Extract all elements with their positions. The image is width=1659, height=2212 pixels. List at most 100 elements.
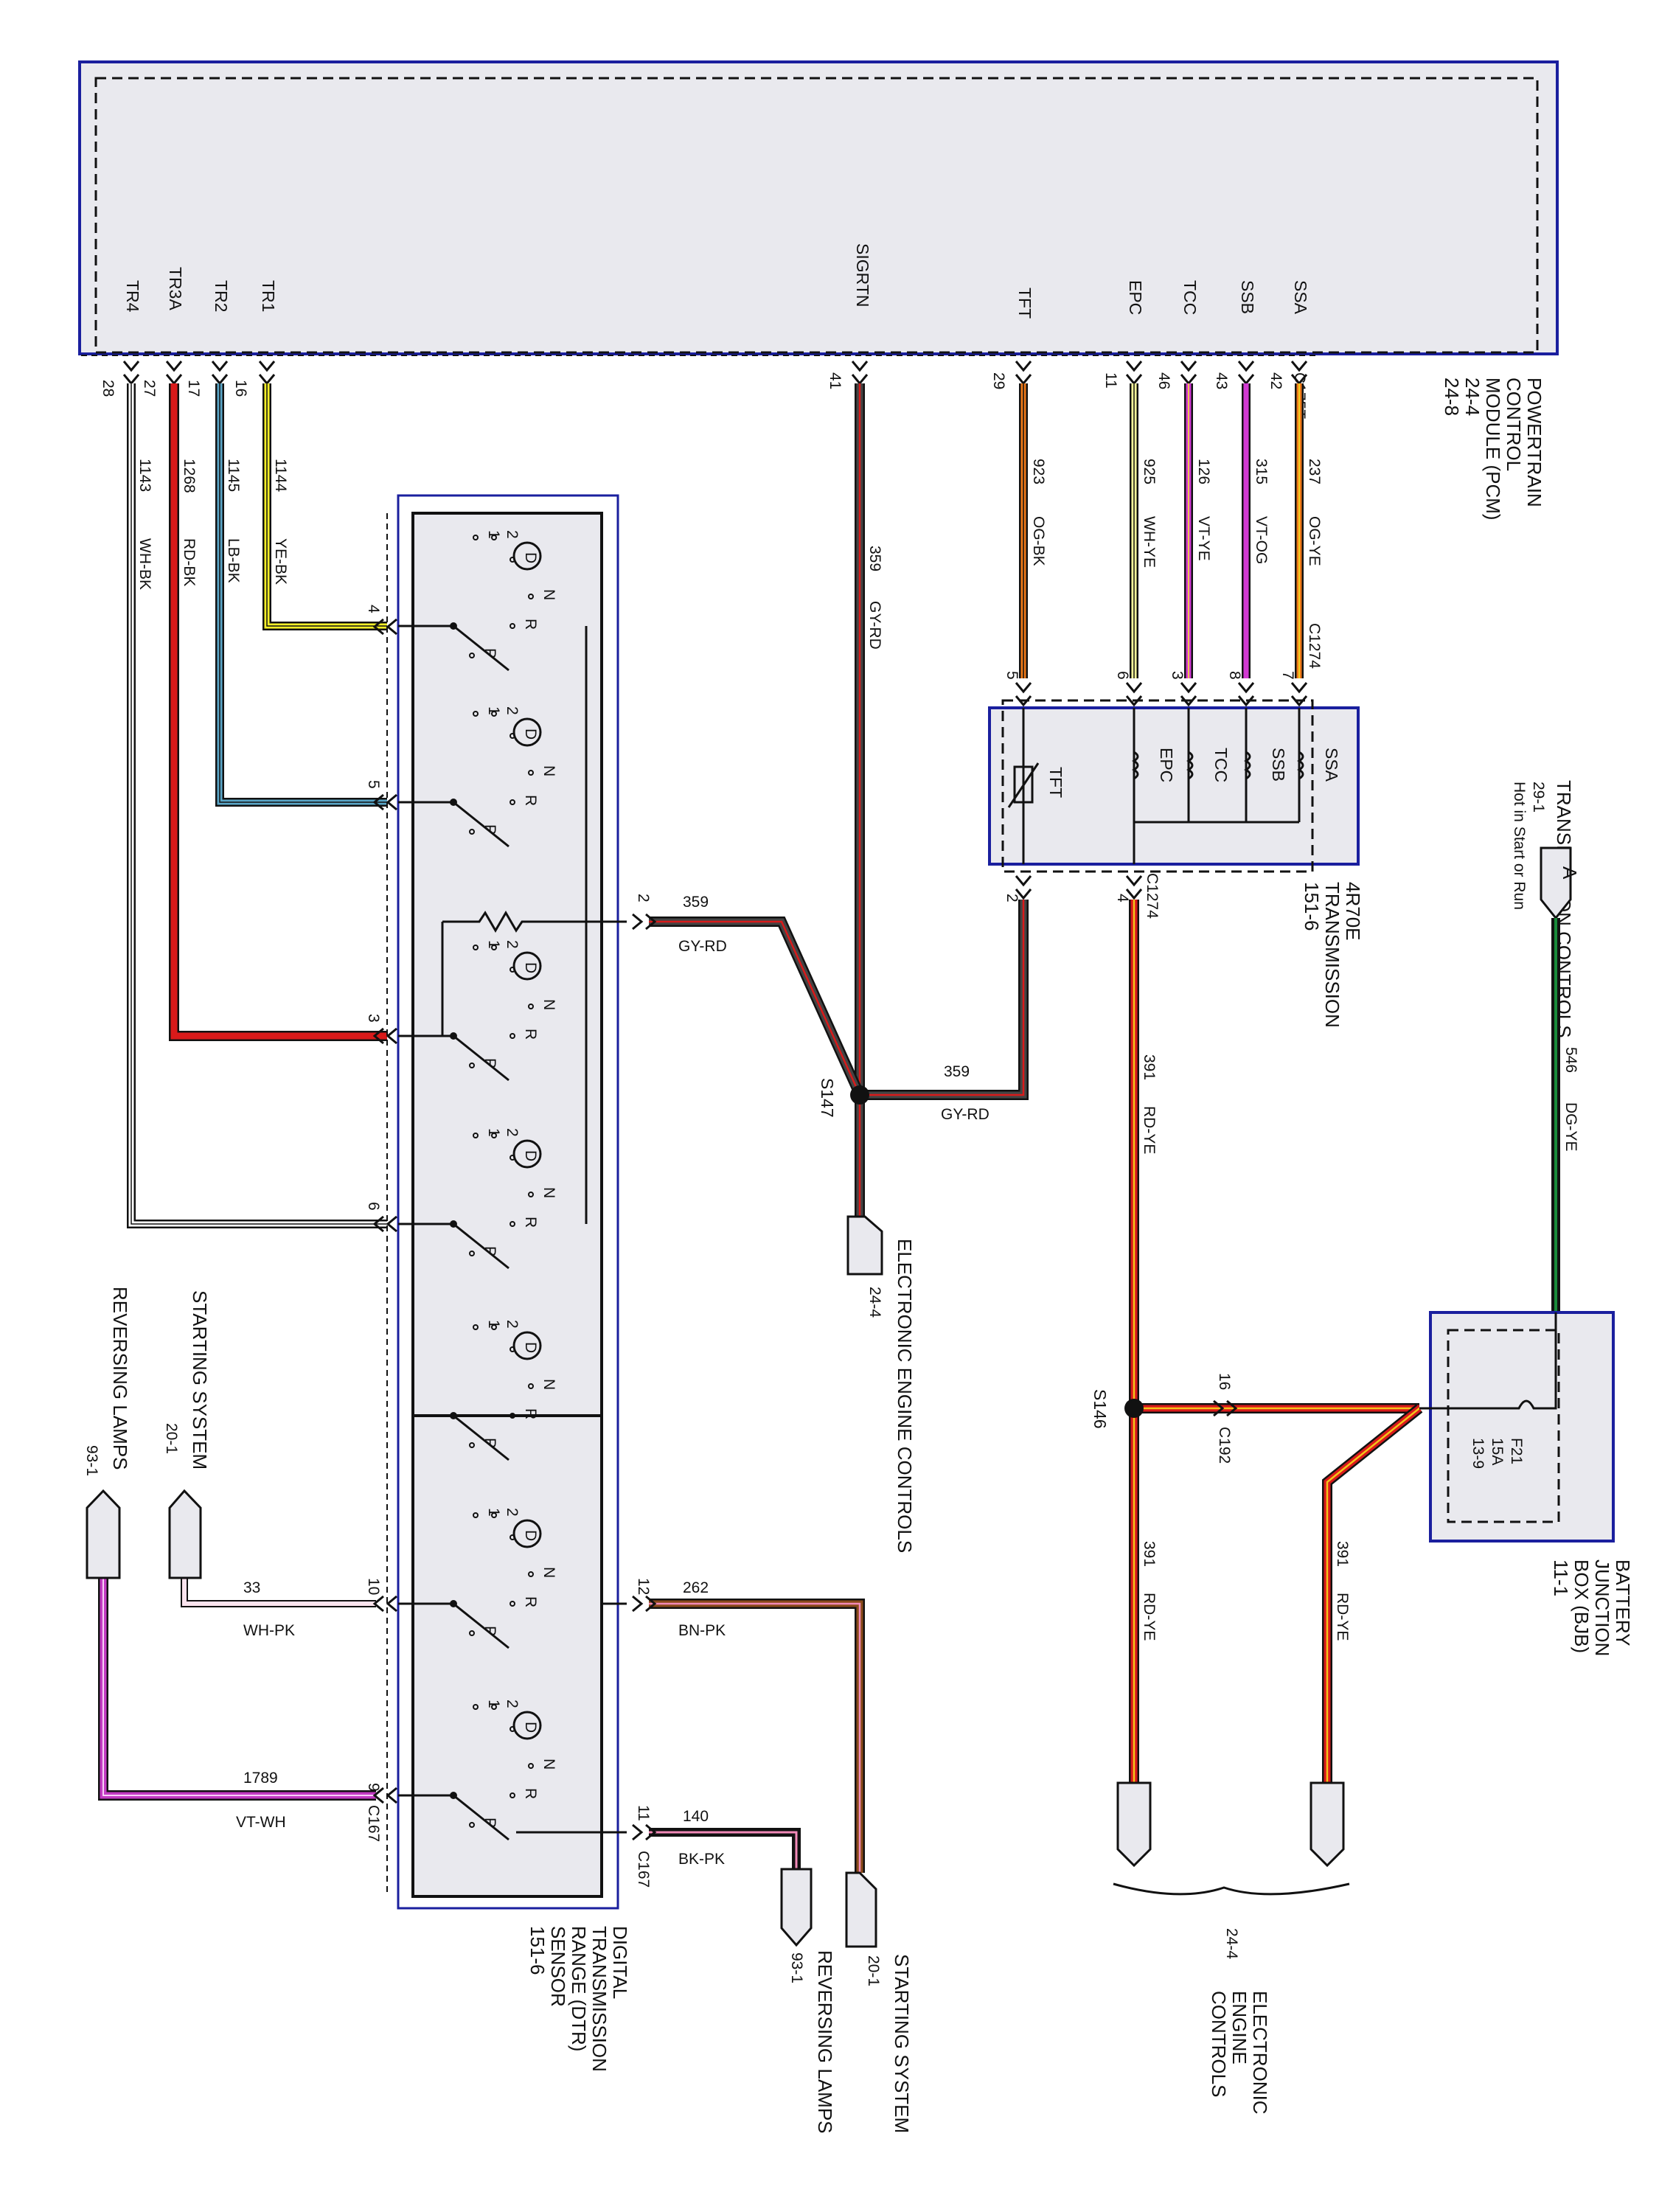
contact-label: P bbox=[481, 1246, 498, 1256]
drive-circle bbox=[512, 717, 542, 747]
pin-name-ssa: SSA bbox=[1291, 280, 1310, 315]
svg-text:391: 391 bbox=[1141, 1054, 1158, 1080]
contact-label: N bbox=[540, 1187, 557, 1198]
svg-text:RANGE (DTR): RANGE (DTR) bbox=[568, 1926, 590, 2051]
drive-circle bbox=[512, 1711, 542, 1740]
contact-label: P bbox=[481, 1058, 498, 1068]
dtr-title: DIGITAL TRANSMISSION RANGE (DTR) SENSOR … bbox=[526, 1926, 631, 2072]
pin-name-epc: EPC bbox=[1126, 280, 1145, 315]
svg-text:RD-YE: RD-YE bbox=[1141, 1593, 1158, 1641]
contact-label: 1 bbox=[485, 530, 502, 539]
svg-text:151-6: 151-6 bbox=[526, 1926, 549, 1975]
svg-text:4R70E: 4R70E bbox=[1342, 882, 1364, 941]
pin-num-16: 16 bbox=[232, 380, 249, 397]
contact-dot bbox=[469, 653, 475, 658]
svg-text:1144: 1144 bbox=[272, 459, 289, 492]
drive-circle bbox=[512, 541, 542, 571]
pin-name-tr2: TR2 bbox=[212, 280, 231, 312]
contact-dot bbox=[528, 1571, 534, 1577]
svg-text:2: 2 bbox=[1004, 894, 1020, 902]
splice-s146: S146 bbox=[1091, 1389, 1144, 1429]
svg-text:1143: 1143 bbox=[136, 459, 153, 492]
contact-label: P bbox=[481, 1438, 498, 1448]
starting-system-connector-left: STARTING SYSTEM 20-1 bbox=[163, 1290, 211, 1579]
contact-dot bbox=[469, 829, 475, 835]
svg-text:OG-YE: OG-YE bbox=[1306, 516, 1323, 566]
svg-text:925: 925 bbox=[1141, 459, 1158, 484]
svg-text:TRANSMISSION: TRANSMISSION bbox=[588, 1926, 611, 2072]
contact-dot bbox=[491, 1324, 497, 1330]
svg-text:TRANSMISSION: TRANSMISSION bbox=[1321, 882, 1343, 1028]
wire-359-dtr: 359 GY-RD bbox=[649, 894, 865, 1097]
contact-label: D bbox=[522, 728, 539, 740]
contact-label: 1 bbox=[485, 940, 502, 949]
pin-name-tr3a: TR3A bbox=[166, 267, 185, 310]
wire-labels-left: 1143 WH-BK 1268 RD-BK 1145 LB-BK 1144 YE… bbox=[136, 459, 289, 590]
dtr-pin-arrows bbox=[372, 618, 657, 1841]
pin-num-17: 17 bbox=[185, 380, 202, 397]
svg-text:3: 3 bbox=[365, 1014, 382, 1023]
connector-c1274-bottom: C1274 bbox=[1144, 873, 1161, 919]
drive-circle bbox=[512, 1331, 542, 1360]
svg-text:151-6: 151-6 bbox=[1301, 882, 1323, 931]
reversing-lamps-connector-right: REVERSING LAMPS 93-1 bbox=[780, 1868, 836, 2134]
svg-text:DIGITAL: DIGITAL bbox=[609, 1926, 631, 1999]
wire-1145 bbox=[215, 383, 387, 807]
transmission-box: 5 6 3 8 7 C1274 bbox=[988, 623, 1364, 1028]
switch-pivot bbox=[450, 1412, 457, 1419]
svg-text:C192: C192 bbox=[1216, 1427, 1233, 1464]
svg-text:VT-YE: VT-YE bbox=[1195, 516, 1212, 561]
contact-dot bbox=[509, 1792, 515, 1798]
svg-text:SENSOR: SENSOR bbox=[547, 1926, 569, 2007]
contact-dot bbox=[469, 1442, 475, 1448]
splice-s147: S147 bbox=[818, 1078, 869, 1118]
pin-name-sigrtn: SIGRTN bbox=[853, 243, 872, 307]
svg-text:ELECTRONIC ENGINE CONTROLS: ELECTRONIC ENGINE CONTROLS bbox=[894, 1239, 916, 1553]
svg-text:20-1: 20-1 bbox=[865, 1955, 882, 1986]
svg-text:STARTING SYSTEM: STARTING SYSTEM bbox=[891, 1954, 913, 2133]
dtr-right-pins: 2 12 11 C167 bbox=[635, 894, 652, 1888]
contact-label: 2 bbox=[504, 1508, 521, 1517]
svg-text:REVERSING LAMPS: REVERSING LAMPS bbox=[109, 1287, 131, 1470]
wire-1144 bbox=[262, 383, 387, 630]
dtr-connector-right: C167 bbox=[635, 1851, 652, 1888]
contact-dot bbox=[491, 1512, 497, 1518]
contact-dot bbox=[473, 1704, 479, 1710]
svg-text:391: 391 bbox=[1141, 1541, 1158, 1567]
contact-dot bbox=[469, 1062, 475, 1068]
svg-text:3: 3 bbox=[1169, 671, 1186, 680]
contact-dot bbox=[509, 623, 515, 629]
switch-arm bbox=[453, 1602, 509, 1649]
pin-name-ssb: SSB bbox=[1238, 280, 1257, 314]
svg-text:126: 126 bbox=[1195, 459, 1212, 484]
wire-391-main: 391 RD-YE 391 RD-YE bbox=[1129, 900, 1158, 1783]
contact-label: D bbox=[522, 962, 539, 973]
dtr-sensor bbox=[386, 494, 619, 1910]
dtr-connector-left: C167 bbox=[365, 1805, 382, 1842]
contact-label: D bbox=[522, 1342, 539, 1353]
contact-label: 1 bbox=[485, 706, 502, 715]
pin-num-41: 41 bbox=[827, 372, 844, 389]
switch-arm bbox=[453, 1222, 509, 1270]
wire-546: 546 DG-YE bbox=[1551, 918, 1579, 1312]
wire-33: 33 WH-PK bbox=[181, 1578, 376, 1639]
contact-dot bbox=[509, 1413, 515, 1419]
contact-dot bbox=[473, 1324, 479, 1330]
svg-text:359: 359 bbox=[944, 1063, 970, 1080]
contact-label: P bbox=[481, 1818, 498, 1828]
pin-name-tcc: TCC bbox=[1180, 280, 1200, 315]
pcm-pin-arrows bbox=[122, 361, 1308, 386]
svg-text:15A: 15A bbox=[1489, 1438, 1506, 1465]
svg-text:16: 16 bbox=[1216, 1373, 1233, 1390]
contact-dot bbox=[491, 711, 497, 717]
svg-text:WH-PK: WH-PK bbox=[243, 1622, 295, 1639]
wire-925: 925 WH-YE bbox=[1130, 383, 1158, 678]
contact-label: N bbox=[540, 589, 557, 600]
svg-text:359: 359 bbox=[866, 546, 883, 571]
contact-dot bbox=[491, 535, 497, 540]
svg-text:6: 6 bbox=[365, 1202, 382, 1211]
